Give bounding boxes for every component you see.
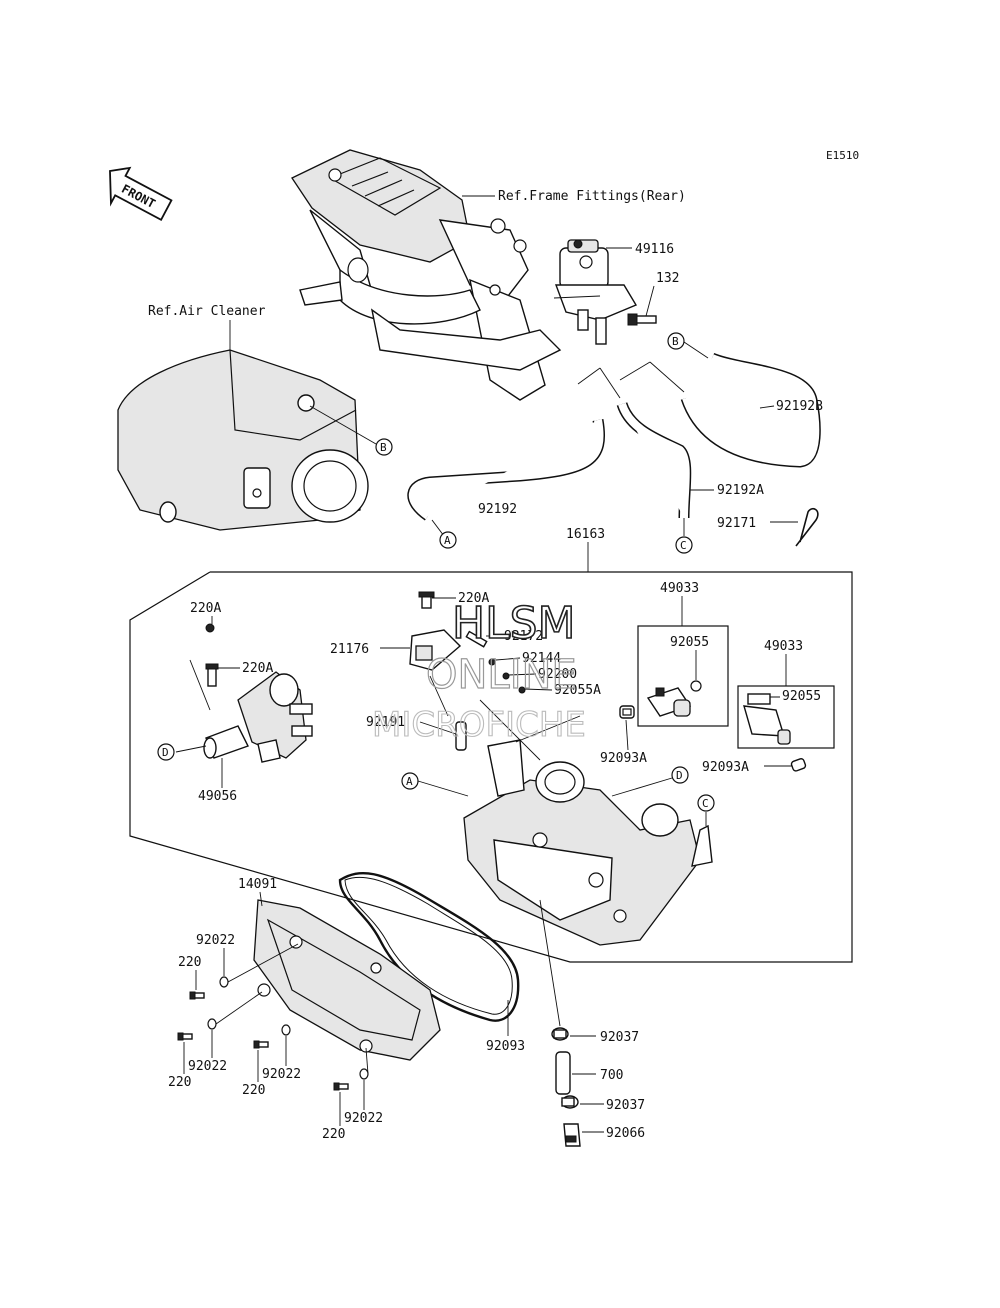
part-220-1-label: 220	[178, 955, 201, 970]
frame-fittings-drawing	[291, 149, 562, 401]
connector-d-marker-box	[671, 766, 689, 784]
part-21176-label: 21176	[330, 642, 369, 657]
part-92055-a-label: 92055	[670, 635, 709, 650]
injector-49033-a-box	[637, 625, 729, 727]
part-92022-1-label: 92022	[196, 933, 235, 948]
part-220a-top-label: 220A	[458, 591, 489, 606]
part-92192b-label: 92192B	[776, 399, 823, 414]
front-arrow-icon: FRONT	[109, 166, 173, 221]
part-92192-label: 92192	[478, 502, 517, 517]
part-700-label: 700	[600, 1068, 623, 1083]
part-92200-label: 92200	[538, 667, 577, 682]
part-92093-label: 92093	[486, 1039, 525, 1054]
oring-92055-a-drawing	[690, 680, 702, 692]
part-92055-b-label: 92055	[782, 689, 821, 704]
injector-49033-a-drawing	[646, 687, 692, 717]
connector-a-label-top: A	[444, 534, 451, 547]
part-92171-label: 92171	[717, 516, 756, 531]
watermark: HLSM ONLINE MICROFICHE	[371, 597, 586, 745]
part-132-label: 132	[656, 271, 679, 286]
connector-c-label-top: C	[680, 539, 687, 552]
ref-air-cleaner-label: Ref.Air Cleaner	[148, 304, 266, 319]
connector-b-label: B	[380, 441, 387, 454]
connector-d-label-box: D	[676, 769, 683, 782]
valve-49116-drawing	[554, 239, 638, 345]
part-92192a-label: 92192A	[717, 483, 764, 498]
clamp-92171-drawing	[795, 508, 819, 547]
part-49033-b-label: 49033	[764, 639, 803, 654]
part-92037-b-label: 92037	[606, 1098, 645, 1113]
cap-92093a-b-drawing	[790, 758, 807, 772]
sensor-21176-drawing	[409, 591, 526, 751]
injector-49033-b-drawing	[743, 693, 791, 745]
drain-parts-drawing	[551, 1027, 581, 1147]
connector-c-marker-top	[675, 536, 693, 554]
part-92093a-b-label: 92093A	[702, 760, 749, 775]
part-220-2-label: 220	[168, 1075, 191, 1090]
connector-c-marker-box	[697, 794, 715, 812]
watermark-line2: ONLINE	[426, 652, 577, 698]
connector-b-label-hose: B	[672, 335, 679, 348]
part-16163-label: 16163	[566, 527, 605, 542]
bolt-132-drawing	[627, 313, 657, 326]
connector-b-marker-hose	[667, 332, 685, 350]
part-92093a-a-label: 92093A	[600, 751, 647, 766]
part-220a-left-label: 220A	[190, 601, 221, 616]
fitting-49056-drawing	[203, 623, 313, 763]
belt-92093-drawing	[338, 871, 520, 1022]
watermark-line1: HLSM	[452, 598, 576, 649]
part-92022-3-label: 92022	[262, 1067, 301, 1082]
part-92066-label: 92066	[606, 1126, 645, 1141]
part-49033-a-label: 49033	[660, 581, 699, 596]
assembly-16163-outline	[129, 571, 853, 963]
connector-d-label-left: D	[162, 746, 169, 759]
watermark-line3: MICROFICHE	[372, 705, 586, 745]
part-92144-label: 92144	[522, 651, 561, 666]
part-92037-a-label: 92037	[600, 1030, 639, 1045]
part-220a-left2-label: 220A	[242, 661, 273, 676]
connector-b-marker	[375, 438, 393, 456]
connector-c-label-box: C	[702, 797, 709, 810]
connector-d-marker-left	[157, 743, 175, 761]
part-92055a-label: 92055A	[554, 683, 601, 698]
connector-a-marker-box	[401, 772, 419, 790]
part-14091-label: 14091	[238, 877, 277, 892]
ref-frame-fittings-label: Ref.Frame Fittings(Rear)	[498, 189, 686, 204]
part-220-3-label: 220	[242, 1083, 265, 1098]
cover-14091-drawing	[253, 899, 441, 1061]
part-92022-2-label: 92022	[188, 1059, 227, 1074]
part-92022-4-label: 92022	[344, 1111, 383, 1126]
cap-92093a-a-drawing	[619, 705, 635, 719]
air-cleaner-drawing	[117, 349, 369, 531]
part-92191-label: 92191	[366, 715, 405, 730]
part-49056-label: 49056	[198, 789, 237, 804]
part-92172-label: 92172	[504, 629, 543, 644]
part-49116-label: 49116	[635, 242, 674, 257]
connector-a-label-box: A	[406, 775, 413, 788]
connector-a-marker-top	[439, 531, 457, 549]
diagram-code: E1510	[826, 149, 859, 162]
part-220-4-label: 220	[322, 1127, 345, 1142]
throttle-body-drawing	[463, 739, 713, 946]
